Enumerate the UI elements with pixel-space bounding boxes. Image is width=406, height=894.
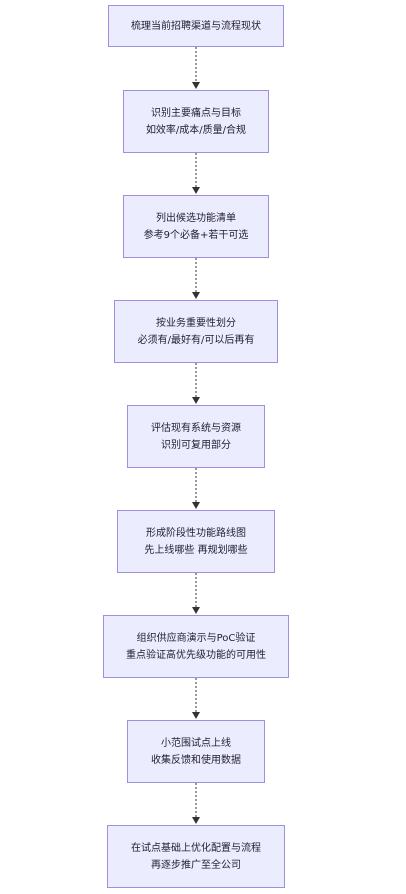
flow-node-2-line-2: 如效率/成本/质量/合规 [145, 124, 247, 136]
flow-node-5-line-2: 识别可复用部分 [161, 439, 231, 451]
flow-node-5-line-1: 评估现有系统与资源 [151, 422, 241, 434]
flow-node-4: 按业务重要性划分必须有/最好有/可以后再有 [114, 300, 278, 363]
flow-edge-5-arrowhead [192, 502, 200, 509]
flow-node-8-line-1: 小范围试点上线 [161, 737, 231, 749]
flow-node-3-line-1: 列出候选功能清单 [156, 212, 236, 224]
flow-node-1: 梳理当前招聘渠道与流程现状 [108, 5, 284, 47]
flow-node-1-line-1: 梳理当前招聘渠道与流程现状 [131, 20, 261, 32]
flow-edge-3-arrowhead [192, 292, 200, 299]
flow-node-4-line-1: 按业务重要性划分 [156, 317, 236, 329]
flow-node-5: 评估现有系统与资源识别可复用部分 [127, 405, 265, 468]
flow-node-7-line-1: 组织供应商演示与PoC验证 [136, 632, 256, 644]
flow-node-6-line-1: 形成阶段性功能路线图 [146, 527, 246, 539]
flow-edge-6-arrowhead [192, 607, 200, 614]
flow-edge-4-arrowhead [192, 397, 200, 404]
flow-edge-7-arrowhead [192, 712, 200, 719]
flow-node-3-line-2: 参考9个必备+若干可选 [143, 229, 249, 241]
flow-node-2-line-1: 识别主要痛点与目标 [151, 107, 241, 119]
flow-node-7: 组织供应商演示与PoC验证重点验证高优先级功能的可用性 [103, 615, 289, 678]
flow-node-2: 识别主要痛点与目标如效率/成本/质量/合规 [123, 90, 269, 153]
flow-node-8: 小范围试点上线收集反馈和使用数据 [127, 720, 265, 783]
flow-node-3: 列出候选功能清单参考9个必备+若干可选 [123, 195, 269, 258]
flow-node-6: 形成阶段性功能路线图先上线哪些 再规划哪些 [117, 510, 275, 573]
flow-node-9-line-2: 再逐步推广至全公司 [151, 859, 241, 871]
flow-node-4-line-2: 必须有/最好有/可以后再有 [137, 334, 255, 346]
flow-edge-1-arrowhead [192, 82, 200, 89]
flow-node-6-line-2: 先上线哪些 再规划哪些 [144, 544, 248, 556]
flow-edge-8-arrowhead [192, 817, 200, 824]
flow-node-8-line-2: 收集反馈和使用数据 [151, 754, 241, 766]
flow-node-9-line-1: 在试点基础上优化配置与流程 [131, 842, 261, 854]
flow-node-9: 在试点基础上优化配置与流程再逐步推广至全公司 [107, 825, 285, 888]
flow-node-7-line-2: 重点验证高优先级功能的可用性 [126, 649, 266, 661]
flow-edge-2-arrowhead [192, 187, 200, 194]
